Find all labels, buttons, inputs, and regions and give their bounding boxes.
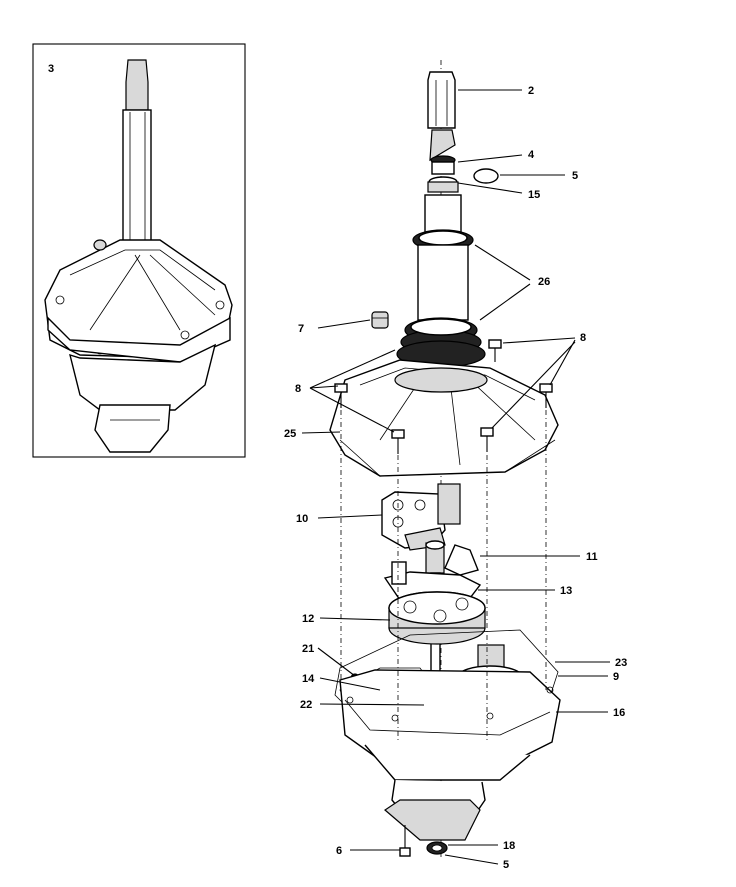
base-pedestal <box>384 799 481 841</box>
inset-label: 3 <box>48 63 54 75</box>
shaft-mid-tube <box>417 244 469 321</box>
alignment-lines <box>340 410 547 740</box>
inset-frame <box>32 43 246 458</box>
inset-lower-case <box>69 343 217 411</box>
callout-18: 18 <box>503 840 515 852</box>
callout-4: 4 <box>528 149 535 161</box>
shaft-tube <box>424 194 462 236</box>
callout-22: 22 <box>300 699 312 711</box>
callout-15: 15 <box>528 189 540 201</box>
callout-11: 11 <box>586 551 598 563</box>
leader-lines <box>301 89 610 865</box>
part-7-vent-plug <box>371 311 389 329</box>
inset-shaft-tube <box>122 109 152 251</box>
callout-10: 10 <box>296 513 308 525</box>
callout-8-right: 8 <box>580 332 586 344</box>
callout-labels: 2 4 5 15 26 7 8 8 25 10 11 13 12 21 23 1… <box>284 85 627 871</box>
callout-7: 7 <box>298 323 304 335</box>
callout-9: 9 <box>613 671 619 683</box>
callout-26: 26 <box>538 276 550 288</box>
part-26-seal-lower <box>396 317 486 368</box>
part-25-gear-case-cover <box>329 359 559 477</box>
callout-13: 13 <box>560 585 572 597</box>
callout-6: 6 <box>336 845 342 857</box>
part-5-retaining-ring <box>473 168 499 184</box>
part-16-gear-case <box>339 669 561 823</box>
callout-5-bottom: 5 <box>503 859 509 871</box>
callout-23: 23 <box>615 657 627 669</box>
part-10-pinion-gear <box>381 483 461 551</box>
callout-14: 14 <box>302 673 315 685</box>
inset-base-block <box>94 404 171 453</box>
callout-2: 2 <box>528 85 534 97</box>
shaft-upper-section <box>429 129 456 162</box>
part-12-main-gear <box>388 591 486 645</box>
part-2-agitator-shaft-tip <box>427 71 456 129</box>
callout-21: 21 <box>302 643 314 655</box>
callout-25: 25 <box>284 428 296 440</box>
inset-shaft-tip <box>125 59 149 111</box>
callout-8-left: 8 <box>295 383 301 395</box>
callout-16: 16 <box>613 707 625 719</box>
inset-vent-plug <box>93 239 107 251</box>
part-8-screws <box>334 339 553 454</box>
callout-12: 12 <box>302 613 314 625</box>
inset-assembled-view: 3 <box>32 43 246 458</box>
part-6-screw <box>399 825 411 857</box>
callout-5-top: 5 <box>572 170 578 182</box>
